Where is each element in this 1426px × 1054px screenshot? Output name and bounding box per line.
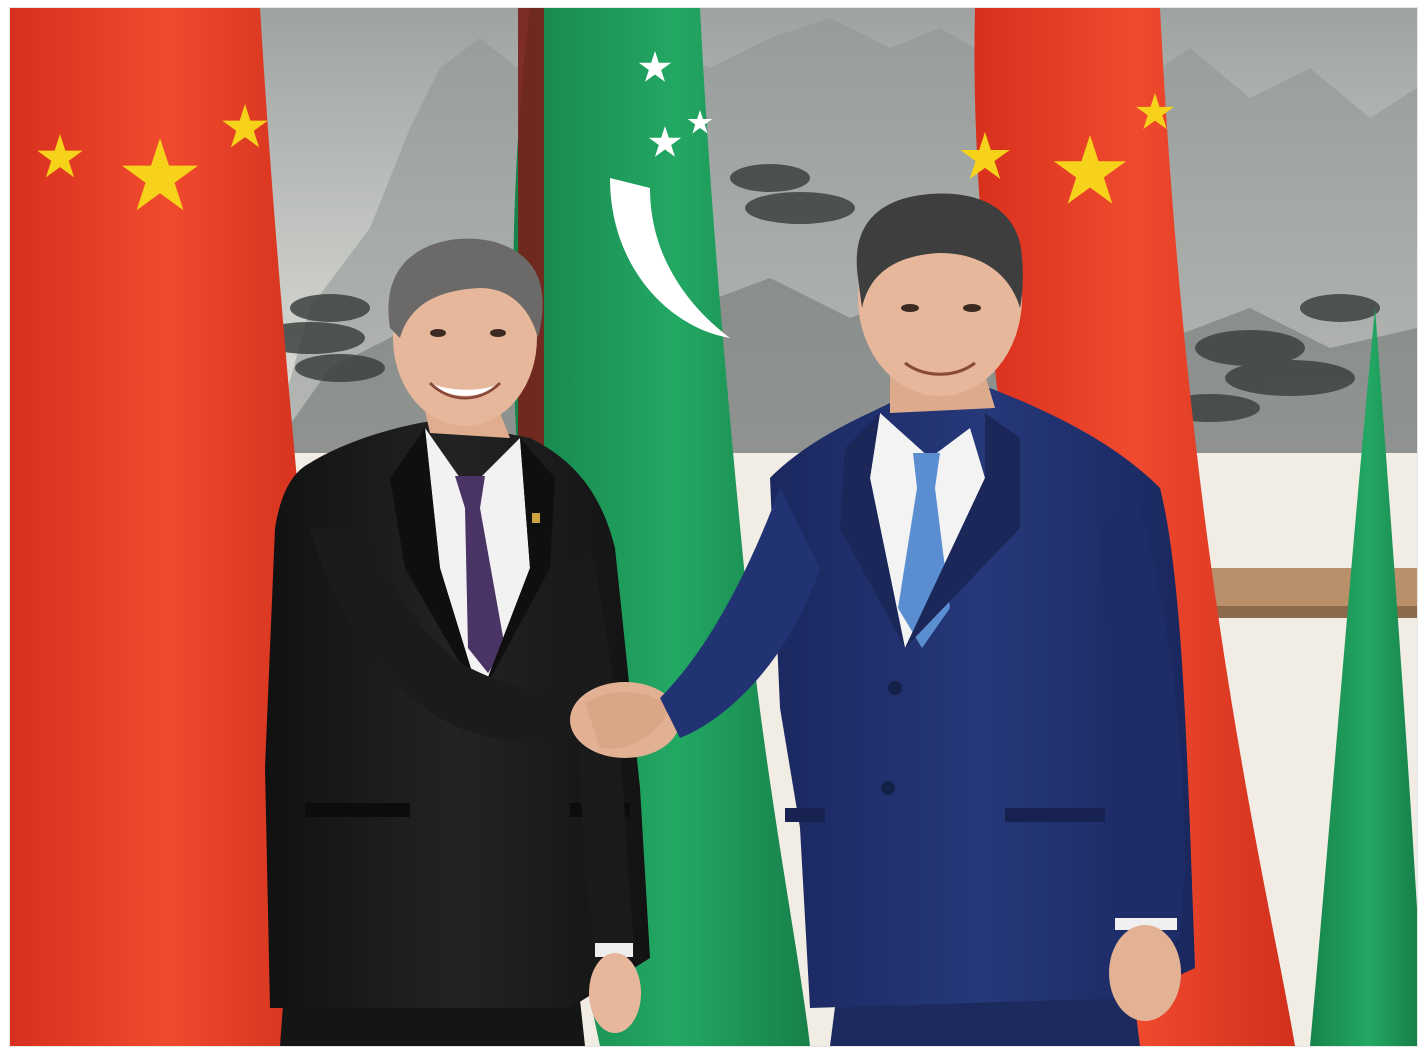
left-person-hair: [388, 238, 543, 338]
left-person: [265, 238, 650, 1046]
china-flag-left: [10, 8, 325, 1046]
right-person-hair: [856, 193, 1023, 308]
handshake-photo: [10, 8, 1417, 1046]
photo-frame: [10, 8, 1417, 1046]
right-person: [660, 193, 1195, 1046]
handshake: [570, 682, 680, 758]
turkmenistan-flag-edge: [1310, 308, 1417, 1046]
